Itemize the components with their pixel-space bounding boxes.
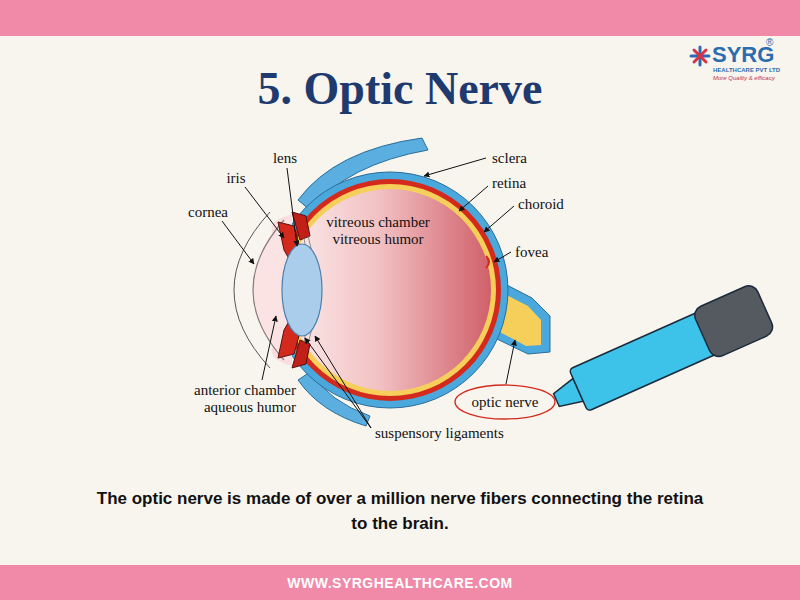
logo-icon <box>691 47 709 65</box>
part-name: cornea <box>188 204 228 221</box>
part-name: suspensory ligaments <box>375 425 504 442</box>
top-bar <box>0 0 800 36</box>
ciliary-body <box>292 340 310 368</box>
part-name: lens <box>273 150 297 167</box>
logo-mark: ® <box>766 37 773 48</box>
part-name: vitreous humor <box>332 231 423 248</box>
caption: The optic nerve is made of over a millio… <box>90 486 710 536</box>
highlight-circle <box>455 385 555 419</box>
cornea-outline <box>234 212 270 368</box>
part-name: optic nerve <box>471 394 538 411</box>
logo-tagline: More Quality & efficacy <box>713 75 775 82</box>
sclera <box>272 172 508 408</box>
choroid <box>279 179 501 401</box>
footer-band: WWW.SYRGHEALTHCARE.COM <box>0 565 800 600</box>
part-name: fovea <box>515 244 548 261</box>
highlighter <box>545 283 775 425</box>
part-name: retina <box>492 175 526 192</box>
part-name: choroid <box>518 196 564 213</box>
part-name: iris <box>226 170 245 187</box>
part-name: vitreous chamber <box>326 214 430 231</box>
lens <box>282 244 322 336</box>
part-name: anterior chamber <box>194 382 296 399</box>
logo-subtitle: HEALTHCARE PVT LTD <box>713 67 780 74</box>
fovea <box>486 256 489 268</box>
logo-text: SYRG <box>712 43 774 67</box>
part-name: sclera <box>492 150 527 167</box>
title: 5. Optic Nerve <box>0 62 800 115</box>
part-name: aqueous humor <box>204 399 296 416</box>
footer-url: WWW.SYRGHEALTHCARE.COM <box>287 575 512 591</box>
cornea <box>253 220 284 360</box>
